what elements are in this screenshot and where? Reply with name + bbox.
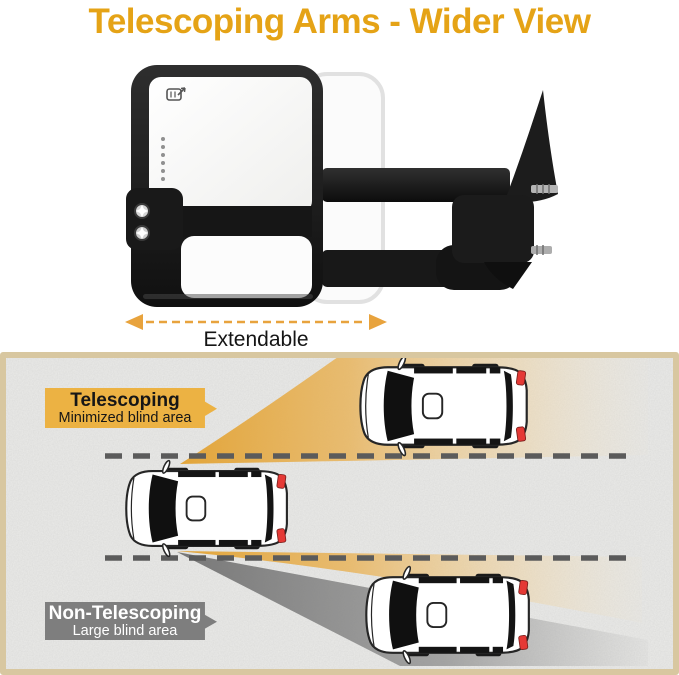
arrow-head-left bbox=[125, 314, 143, 330]
telescoping-badge-subtitle: Minimized blind area bbox=[58, 409, 192, 426]
extendable-label: Extendable bbox=[203, 328, 309, 351]
frame-bottom-lip bbox=[143, 294, 313, 299]
view-beam-lower bbox=[177, 551, 642, 623]
car-top-lane bbox=[359, 358, 528, 458]
road-panel: Telescoping Minimized blind area Non-Tel… bbox=[0, 352, 679, 675]
non-telescoping-badge-title: Non-Telescoping bbox=[48, 602, 202, 624]
car-middle-towing bbox=[125, 458, 288, 559]
telescoping-arm-lower bbox=[322, 250, 470, 287]
turn-signal-housing bbox=[126, 188, 183, 250]
telescoping-badge: Telescoping Minimized blind area bbox=[45, 388, 217, 428]
mirror-glass-spotter bbox=[181, 236, 312, 298]
heated-mirror-icon bbox=[166, 87, 186, 101]
non-telescoping-badge-subtitle: Large blind area bbox=[72, 622, 178, 639]
page-title: Telescoping Arms - Wider View bbox=[88, 2, 591, 41]
non-telescoping-badge: Non-Telescoping Large blind area bbox=[45, 602, 217, 640]
arrow-head-right bbox=[369, 314, 387, 330]
extendable-arrow bbox=[125, 314, 387, 330]
turn-signal-lamps bbox=[134, 203, 150, 241]
car-bottom-lane bbox=[365, 564, 530, 666]
mirror-illustration bbox=[126, 65, 558, 307]
mount-bracket bbox=[452, 195, 534, 263]
mounting-bolt-lower bbox=[531, 245, 552, 255]
telescoping-badge-title: Telescoping bbox=[70, 389, 180, 411]
mirror-glass-upper bbox=[149, 77, 312, 213]
bracket-foot bbox=[484, 262, 532, 289]
mount-fin bbox=[505, 90, 558, 203]
mounting-bolt-upper bbox=[531, 184, 558, 194]
led-indicator-dots bbox=[161, 137, 165, 181]
telescoping-arm-upper bbox=[322, 168, 510, 202]
